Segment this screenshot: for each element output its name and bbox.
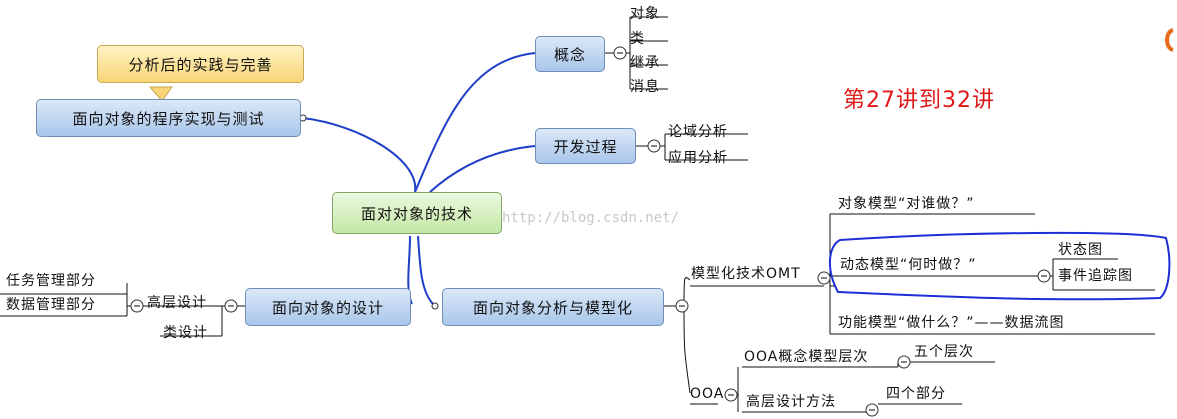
ooa-concept-levels: OOA概念模型层次 bbox=[744, 349, 869, 365]
central-topic[interactable]: 面对对象的技术 bbox=[332, 192, 502, 234]
omt-function-model: 功能模型“做什么？”——数据流图 bbox=[838, 315, 1065, 331]
dynamic-event-trace: 事件追踪图 bbox=[1058, 268, 1133, 284]
concept-child-message: 消息 bbox=[630, 79, 660, 95]
design-data-management: 数据管理部分 bbox=[6, 297, 96, 313]
process-child-application-analysis: 应用分析 bbox=[668, 150, 728, 166]
dynamic-state-diagram: 状态图 bbox=[1058, 242, 1103, 258]
design-class-design: 类设计 bbox=[163, 325, 208, 341]
ooa-label: OOA bbox=[690, 386, 725, 402]
lecture-note: 第27讲到32讲 bbox=[843, 88, 995, 113]
watermark-text: http://blog.csdn.net/ bbox=[502, 210, 680, 226]
concept-child-inheritance: 继承 bbox=[630, 55, 660, 71]
ooa-four-parts: 四个部分 bbox=[886, 386, 946, 402]
ooa-five-levels: 五个层次 bbox=[914, 344, 974, 360]
design-high-level: 高层设计 bbox=[147, 295, 207, 311]
node-concept[interactable]: 概念 bbox=[535, 36, 605, 72]
omt-dynamic-model: 动态模型“何时做？” bbox=[840, 257, 977, 273]
highlight-ellipse bbox=[829, 231, 1171, 301]
edge-logo-icon bbox=[1163, 28, 1177, 52]
design-task-management: 任务管理部分 bbox=[6, 273, 96, 289]
process-child-domain-analysis: 论域分析 bbox=[668, 124, 728, 140]
callout-practice: 分析后的实践与完善 bbox=[97, 45, 304, 83]
callout-pointer bbox=[148, 86, 173, 102]
node-dev-process[interactable]: 开发过程 bbox=[535, 128, 636, 164]
concept-child-object: 对象 bbox=[630, 6, 660, 22]
concept-child-class: 类 bbox=[630, 31, 645, 47]
omt-label: 模型化技术OMT bbox=[691, 266, 801, 282]
node-oo-design[interactable]: 面向对象的设计 bbox=[245, 288, 411, 326]
omt-object-model: 对象模型“对谁做？” bbox=[838, 196, 975, 212]
ooa-high-level-method: 高层设计方法 bbox=[746, 394, 836, 410]
node-oo-analysis-modeling[interactable]: 面向对象分析与模型化 bbox=[442, 288, 664, 326]
node-implementation-testing[interactable]: 面向对象的程序实现与测试 bbox=[36, 99, 301, 137]
